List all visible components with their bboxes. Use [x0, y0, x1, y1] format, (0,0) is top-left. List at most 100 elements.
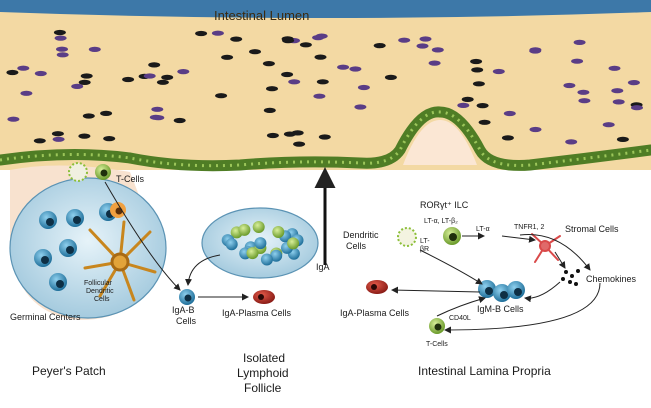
lumen-bacterium: [471, 67, 484, 73]
lumen-bacterium: [6, 69, 19, 76]
lumen-bacterium: [161, 74, 174, 80]
lumen-bacterium: [470, 58, 483, 65]
ror-ilc-cell: [443, 227, 461, 245]
lumen-bacterium: [7, 116, 20, 122]
lumen-bacterium: [416, 43, 429, 49]
lumen-bacterium: [173, 117, 186, 124]
lumen-bacterium: [80, 73, 93, 79]
ilf-cell: [252, 221, 265, 233]
lumen-bacterium: [503, 110, 516, 117]
villus-core: [403, 120, 477, 165]
lumen-bacterium: [100, 110, 113, 116]
lumen-bacterium: [266, 132, 279, 139]
lumen-bacterium: [293, 141, 306, 147]
lumen-bacterium: [476, 103, 489, 109]
iga-plasma-cell-left: [253, 290, 275, 304]
iga-b-cell: [179, 289, 195, 305]
lumen-bacterium: [478, 119, 491, 125]
lumen-bacterium: [318, 134, 331, 140]
iga-plasma-label-mid: IgA-Plasma Cells: [340, 308, 410, 318]
lumen-bacterium: [457, 102, 470, 108]
lumen-bacterium: [577, 89, 590, 95]
iga-plasma-cell-mid: [366, 280, 388, 294]
lumen-bacterium: [398, 37, 411, 43]
lumen-bacterium: [313, 93, 326, 99]
lumen-bacterium: [571, 58, 584, 64]
lumen-top-edge: [0, 0, 651, 18]
lumen-bacterium: [262, 61, 275, 67]
lumen-bacterium: [501, 135, 514, 141]
t-cells-bottom-label: T-Cells: [426, 341, 448, 348]
lumen-bacterium: [71, 83, 84, 89]
lumen-bacterium: [461, 96, 474, 102]
lumen-region: [0, 0, 651, 170]
iga-b-label-1: IgA-B: [172, 305, 195, 315]
ilf-cell: [270, 249, 283, 262]
lumen-bacterium: [573, 39, 586, 46]
lumen-bacterium: [281, 36, 294, 42]
germinal-center-b-cells: [34, 203, 117, 291]
lumen-bacterium: [20, 90, 33, 96]
lumen-bacterium: [384, 74, 397, 80]
lumen-bacterium: [357, 84, 370, 91]
lumen-bacterium: [428, 60, 441, 66]
lumen-bacterium: [221, 54, 234, 60]
follicular-dc-label-1: Follicular: [84, 280, 113, 287]
lumen-bacterium: [492, 68, 505, 75]
lumen-bacterium: [472, 81, 485, 87]
lumen-bacterium: [314, 54, 327, 60]
lumen-bacterium: [312, 35, 325, 41]
lumen-bacterium: [82, 113, 95, 119]
follicular-dc-label-3: Cells: [94, 296, 110, 303]
lumen-bacterium: [612, 99, 625, 105]
germinal-center-follicle: [9, 177, 167, 319]
lumen-bacterium: [608, 65, 621, 71]
ilf-cell: [287, 237, 300, 250]
ilf-cell: [225, 238, 238, 251]
igm-b-label: IgM-B Cells: [477, 304, 524, 314]
lumen-bacterium: [288, 79, 301, 85]
lumen-bacterium: [78, 133, 91, 139]
lumen-bacterium: [122, 76, 135, 83]
lumen-bacterium: [283, 131, 296, 137]
lumen-bacterium: [616, 136, 629, 142]
lumen-bacterium: [56, 52, 69, 58]
lumen-bacterium: [33, 138, 46, 144]
lumen-bacterium: [17, 65, 30, 71]
chemokines-label: Chemokines: [586, 274, 637, 284]
lumen-bacterium: [156, 79, 169, 85]
lumen-bacterium: [299, 42, 312, 48]
lumen-bacterium: [627, 80, 640, 86]
lumen-bacterium: [266, 86, 278, 92]
tnfr-label: TNFR1, 2: [514, 224, 544, 231]
lumen-bacterium: [53, 29, 66, 36]
iga-plasma-label-left: IgA-Plasma Cells: [222, 308, 292, 318]
ilf-cell: [260, 253, 273, 266]
dendritic-label-2: Cells: [346, 241, 367, 251]
lumen-bacterium: [316, 79, 329, 85]
lumen-bacterium: [103, 136, 116, 142]
lt-beta-r-label-2: βR: [420, 246, 429, 253]
iga-label: IgA: [316, 262, 330, 272]
lumen-bacterium: [51, 131, 64, 137]
lumen-bacterium: [230, 36, 243, 42]
ilf-cell: [254, 237, 267, 250]
lumen-bacterium: [151, 106, 164, 112]
iga-b-label-2: Cells: [176, 316, 197, 326]
lumen-bacterium: [249, 49, 261, 55]
pathway-arrows: [104, 181, 601, 334]
ilf-cell: [272, 226, 285, 238]
lumen-bacterium: [281, 71, 294, 78]
lumen-bacterium: [52, 136, 65, 142]
lumen-bacterium: [349, 66, 362, 72]
ilf-cell: [238, 223, 251, 236]
lumen-bacterium: [602, 122, 615, 128]
lumen-bacterium: [148, 62, 161, 68]
lumen-label: Intestinal Lumen: [214, 8, 309, 23]
chemokine-dots: [561, 269, 580, 286]
lamina-propria-label: Intestinal Lamina Propria: [418, 364, 551, 378]
lumen-bacterium: [631, 105, 643, 111]
lt-top-label: LT-α, LT-β₂: [424, 218, 458, 225]
